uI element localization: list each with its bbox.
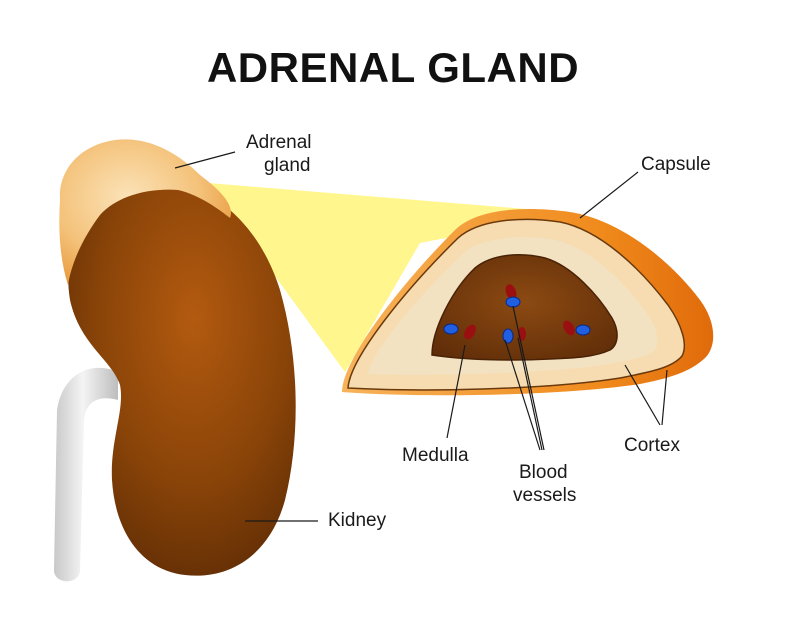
- capsule-label: Capsule: [641, 154, 711, 175]
- ureter: [54, 367, 118, 582]
- artery-mark: [563, 320, 575, 336]
- cortex-leader-1: [624, 364, 661, 426]
- title: ADRENAL GLAND: [207, 44, 579, 91]
- medulla-label: Medulla: [402, 445, 469, 466]
- capsule-leader: [579, 171, 639, 219]
- blood-vessels-leader-1: [504, 339, 541, 451]
- blood-vessels-label-line2: vessels: [513, 485, 576, 506]
- adrenal-gland-label-line2: gland: [264, 155, 311, 176]
- blood-vessels-leader-2: [517, 337, 543, 451]
- kidney-label: Kidney: [328, 510, 387, 531]
- medulla-leader: [446, 344, 466, 439]
- artery-mark: [505, 284, 517, 300]
- artery-mark: [464, 324, 476, 340]
- cortex-leader-2: [661, 369, 668, 426]
- blood-vessels-label-line1: Blood: [519, 462, 568, 483]
- cortex-label: Cortex: [624, 435, 680, 456]
- vein-mark: [575, 324, 591, 336]
- blood-vessels-leader-3: [512, 305, 545, 451]
- kidney: [68, 180, 296, 576]
- blood-vessel-group: [443, 284, 591, 344]
- vein-mark: [505, 296, 521, 308]
- adrenal-gland-leader: [174, 151, 236, 169]
- vein-mark: [443, 323, 459, 335]
- vein-mark: [502, 328, 514, 344]
- adrenal-gland-label-line1: Adrenal: [246, 132, 312, 153]
- adrenal-gland-shape: [59, 139, 231, 285]
